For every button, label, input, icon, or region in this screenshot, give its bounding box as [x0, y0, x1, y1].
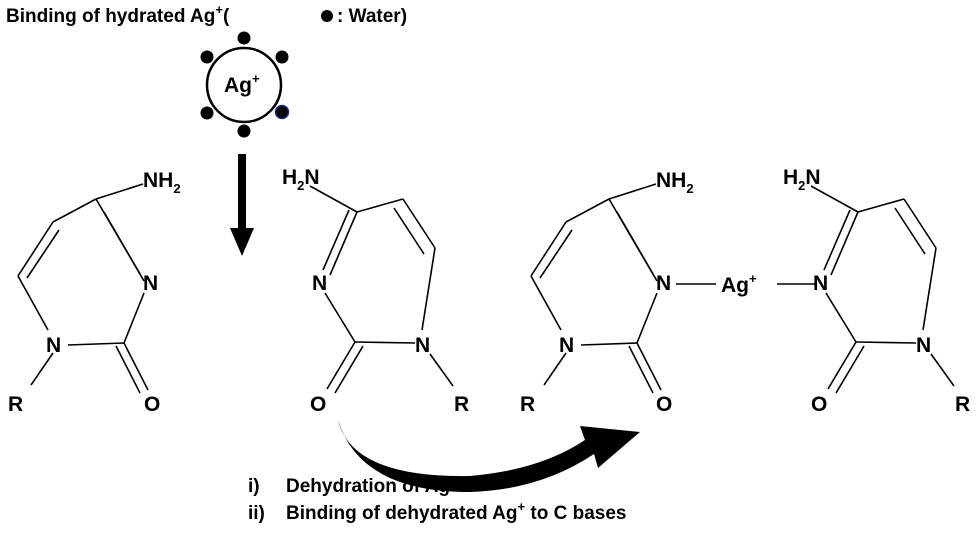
step-1-number: i) — [248, 476, 260, 497]
r-group: R — [8, 393, 23, 416]
r-group: R — [955, 393, 970, 416]
o-atom: O — [144, 393, 160, 416]
n-atom: N — [813, 272, 828, 295]
n-atom: N — [46, 334, 61, 357]
water-dot — [200, 106, 214, 120]
o-atom: O — [310, 393, 326, 416]
n-atom: N — [143, 272, 158, 295]
h2n-label: H2N — [282, 166, 320, 193]
complex-ag-label: Ag+ — [721, 271, 757, 297]
n-atom: N — [415, 334, 430, 357]
cytosine-molecule-3 — [530, 183, 815, 394]
n-atom: N — [916, 334, 931, 357]
cytosine-molecule-4 — [810, 185, 955, 394]
water-dot — [200, 50, 214, 64]
o-atom: O — [656, 393, 672, 416]
water-dot — [237, 124, 251, 138]
water-dot-highlighted — [274, 104, 290, 120]
r-group: R — [454, 393, 469, 416]
title-text: Binding of hydrated Ag+( — [6, 2, 230, 27]
water-legend-dot — [321, 10, 333, 22]
n-atom: N — [312, 272, 327, 295]
r-group: R — [520, 393, 535, 416]
hydrated-silver-ion: Ag+ — [200, 31, 290, 138]
nh2-label: NH2 — [656, 169, 694, 196]
o-atom: O — [811, 393, 827, 416]
h2n-label: H2N — [783, 166, 821, 193]
cytosine-molecule-1 — [17, 183, 149, 394]
nh2-label: NH2 — [143, 169, 181, 196]
step-2-number: ii) — [248, 503, 265, 524]
ag-ion-shell — [205, 46, 283, 124]
water-dot — [275, 50, 289, 64]
water-dot — [237, 31, 251, 45]
curved-reaction-arrow — [338, 420, 640, 492]
n-atom: N — [656, 272, 671, 295]
step-2-text: Binding of dehydrated Ag+ to C bases — [286, 499, 626, 524]
down-arrow — [230, 154, 254, 256]
n-atom: N — [559, 334, 574, 357]
ag-ion-label: Ag+ — [224, 71, 260, 97]
cytosine-molecule-2 — [309, 185, 454, 394]
title-water-label: : Water) — [337, 6, 407, 27]
step-1-text: Dehydration of Ag+ — [286, 472, 458, 497]
